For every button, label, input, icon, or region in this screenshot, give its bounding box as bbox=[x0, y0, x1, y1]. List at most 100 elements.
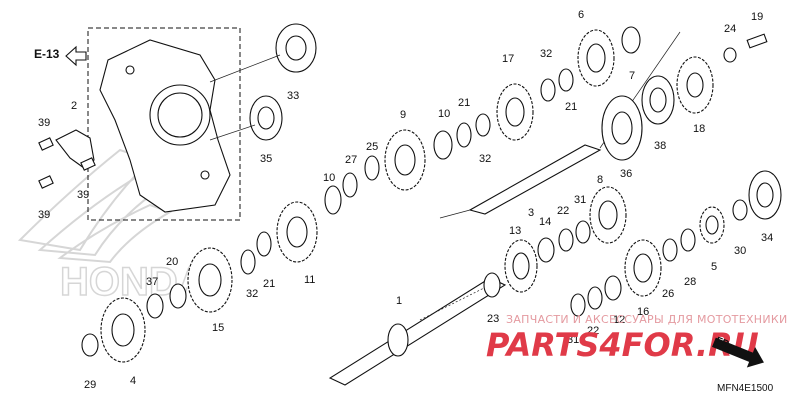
callout-label: 32 bbox=[246, 288, 258, 300]
gear bbox=[496, 83, 534, 141]
callout-label: 39 bbox=[77, 189, 89, 201]
gear bbox=[699, 206, 725, 244]
collar bbox=[662, 238, 678, 262]
callout-label: 15 bbox=[212, 322, 224, 334]
callout-label: 30 bbox=[734, 245, 746, 257]
bushing bbox=[433, 130, 453, 160]
bolt bbox=[38, 175, 54, 189]
case-cover-dashed-box bbox=[87, 27, 241, 221]
counter-shaft bbox=[468, 144, 602, 215]
callout-label: 28 bbox=[684, 276, 696, 288]
callout-label: 39 bbox=[38, 209, 50, 221]
callout-label: 26 bbox=[662, 288, 674, 300]
drive-sprocket bbox=[676, 56, 714, 114]
bushing bbox=[537, 237, 555, 263]
circlip bbox=[575, 220, 591, 244]
washer bbox=[364, 155, 380, 181]
circlip bbox=[570, 293, 586, 317]
gear bbox=[276, 201, 318, 263]
washer bbox=[81, 333, 99, 357]
washer bbox=[732, 199, 748, 221]
figure-code: MFN4E1500 bbox=[717, 383, 774, 394]
callout-label: 11 bbox=[304, 274, 315, 286]
bushing bbox=[621, 26, 641, 54]
callout-label: 20 bbox=[166, 256, 178, 268]
callout-label: 31 bbox=[574, 194, 586, 206]
bushing bbox=[324, 185, 342, 215]
callout-label: 7 bbox=[629, 70, 635, 82]
callout-label: 23 bbox=[487, 313, 499, 325]
bracket bbox=[55, 129, 95, 169]
gear bbox=[504, 239, 538, 293]
callout-label: 33 bbox=[287, 90, 299, 102]
main-shaft bbox=[328, 277, 507, 386]
callout-labels: 1 2 3 4 5 6 7 8 9 10 10 11 12 13 14 15 1… bbox=[38, 9, 773, 391]
callout-label: 4 bbox=[130, 375, 136, 387]
gear bbox=[187, 247, 233, 313]
gear bbox=[577, 29, 615, 87]
callout-label: 39 bbox=[38, 117, 50, 129]
washer bbox=[240, 249, 256, 275]
collar bbox=[680, 228, 696, 252]
callout-label: 5 bbox=[711, 261, 717, 273]
callout-label: 2 bbox=[71, 100, 77, 112]
gear bbox=[384, 129, 426, 191]
callout-label: 21 bbox=[565, 101, 577, 113]
reference-arrow-icon bbox=[65, 45, 87, 67]
gear bbox=[624, 239, 662, 297]
callout-label: 22 bbox=[587, 325, 599, 337]
callout-label: 9 bbox=[400, 109, 406, 121]
gear bbox=[100, 297, 146, 363]
callout-label: 21 bbox=[458, 97, 470, 109]
callout-label: 34 bbox=[761, 232, 773, 244]
bolt bbox=[38, 137, 54, 151]
callout-label: 24 bbox=[724, 23, 736, 35]
callout-label: 13 bbox=[509, 225, 521, 237]
callout-label: 12 bbox=[613, 314, 625, 326]
bolt bbox=[746, 33, 768, 49]
front-arrow-icon bbox=[712, 337, 764, 368]
callout-label: 31 bbox=[567, 334, 579, 346]
circlip bbox=[256, 231, 272, 257]
washer bbox=[558, 228, 574, 252]
callout-label: 32 bbox=[540, 48, 552, 60]
callout-label: 14 bbox=[539, 216, 551, 228]
callout-label: 1 bbox=[396, 295, 402, 307]
callout-label: 32 bbox=[479, 153, 491, 165]
needle-bearing bbox=[146, 293, 164, 319]
washer bbox=[723, 47, 737, 63]
gear bbox=[589, 186, 627, 244]
callout-label: 27 bbox=[345, 154, 357, 166]
callout-label: 35 bbox=[260, 153, 272, 165]
watermark-tagline: ЗАПЧАСТИ И АКСЕССУАРЫ ДЛЯ МОТОТЕХНИКИ bbox=[506, 313, 788, 326]
washer bbox=[169, 283, 187, 309]
reference-code: E-13 bbox=[34, 47, 60, 61]
bolt bbox=[80, 157, 96, 171]
circlip bbox=[475, 113, 491, 137]
callout-label: 25 bbox=[366, 141, 378, 153]
callout-label: 3 bbox=[528, 207, 534, 219]
bushing bbox=[604, 275, 622, 301]
callout-label: 10 bbox=[323, 172, 335, 184]
callout-label: 16 bbox=[637, 306, 649, 318]
washer bbox=[483, 272, 501, 298]
callout-label: 17 bbox=[502, 53, 514, 65]
callout-label: 38 bbox=[654, 140, 666, 152]
callout-label: 37 bbox=[146, 276, 158, 288]
callout-label: 22 bbox=[557, 205, 569, 217]
callout-label: 10 bbox=[438, 108, 450, 120]
washer bbox=[540, 78, 556, 102]
callout-label: 8 bbox=[597, 174, 603, 186]
washer bbox=[587, 286, 603, 310]
callout-label: 36 bbox=[620, 168, 632, 180]
collar bbox=[342, 172, 358, 198]
circlip bbox=[558, 68, 574, 92]
callout-label: 21 bbox=[263, 278, 275, 290]
callout-label: 6 bbox=[578, 9, 584, 21]
callout-label: 18 bbox=[693, 123, 705, 135]
washer bbox=[456, 122, 472, 148]
callout-label: 19 bbox=[751, 11, 763, 23]
callout-label: 29 bbox=[84, 379, 96, 391]
